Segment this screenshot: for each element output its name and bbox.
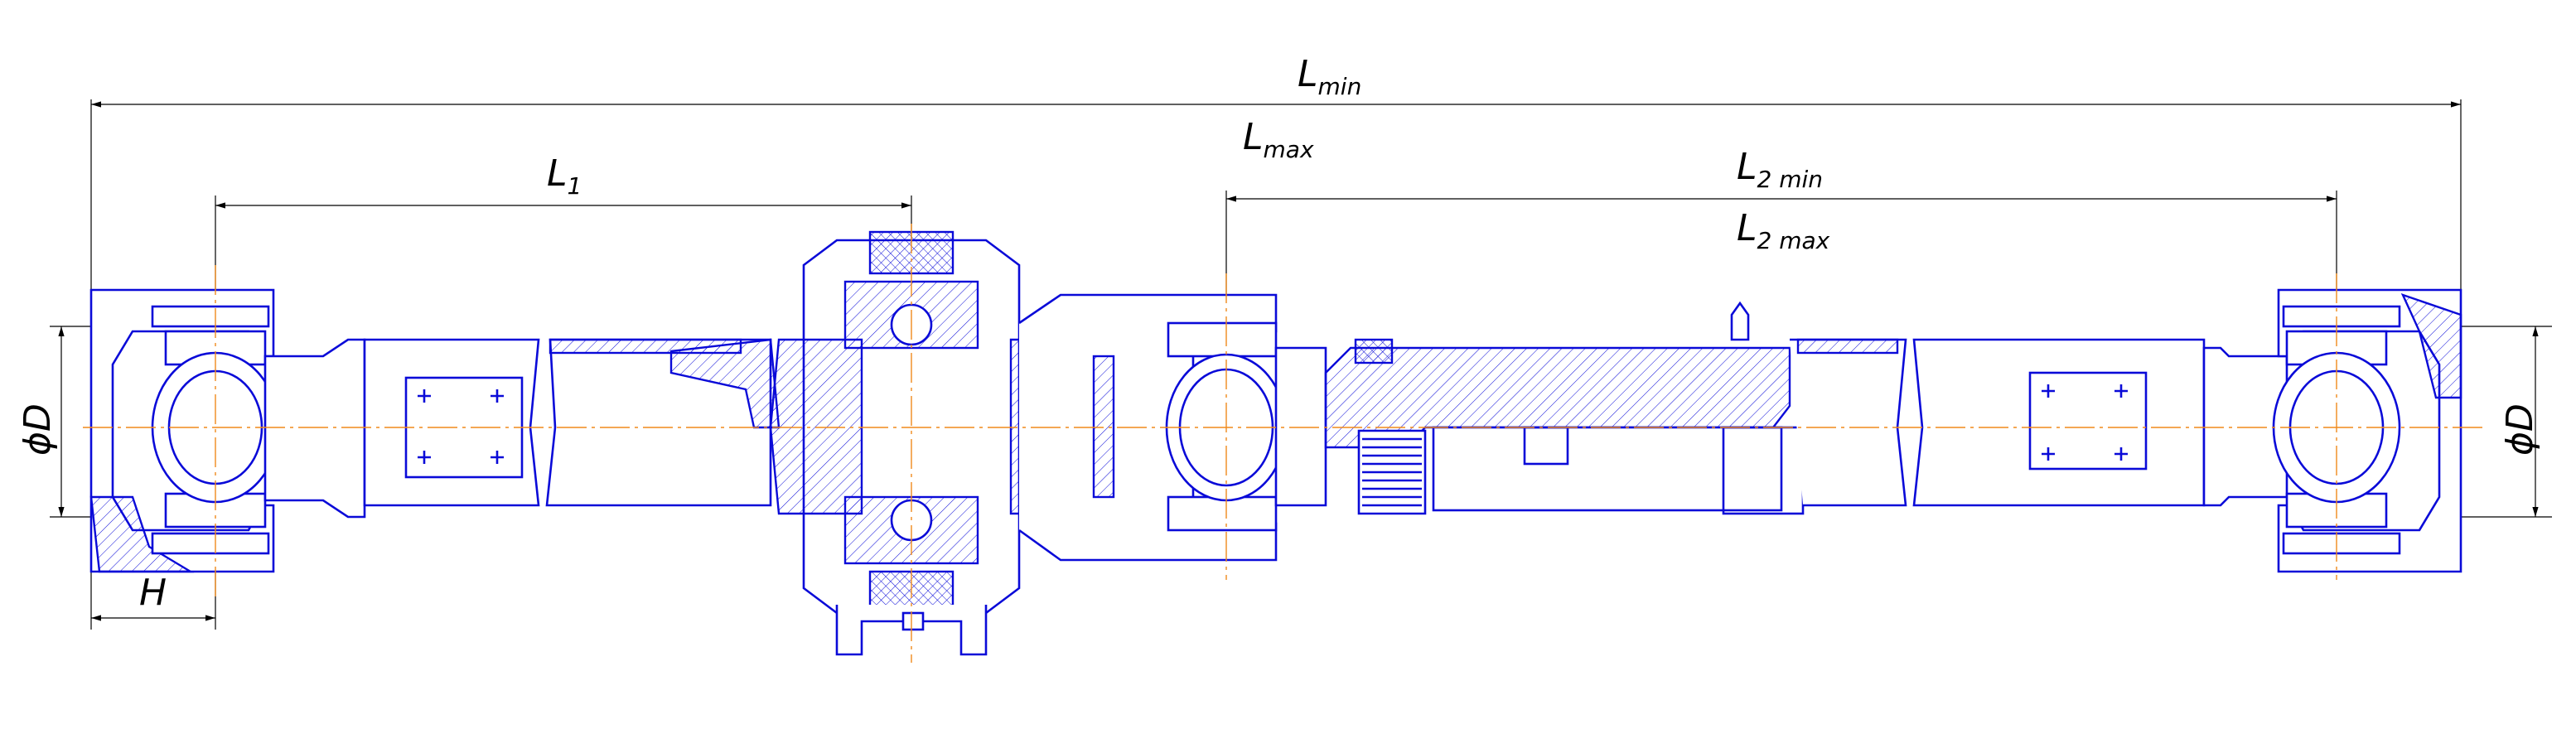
right-universal-joint — [2272, 288, 2462, 573]
slip-spline-assembly — [1324, 301, 1907, 515]
dimension-l-max: Lmax — [1243, 116, 1314, 163]
dimension-lines — [50, 99, 2552, 630]
left-shaft-tube — [363, 338, 781, 507]
dimension-l-min: Lmin — [1298, 53, 1361, 100]
dimension-l-2-max: L2 max — [1737, 207, 1830, 254]
dimension-d-right: ϕD — [2499, 403, 2541, 456]
right-shaft-tube — [1912, 338, 2288, 507]
centerlines — [83, 224, 2486, 663]
dimension-d-left: ϕD — [17, 403, 59, 456]
dimension-l-2-min: L2 min — [1737, 146, 1823, 193]
left-universal-joint — [89, 288, 366, 573]
dimension-h: H — [139, 572, 167, 614]
dimension-l-1: L1 — [547, 152, 582, 200]
